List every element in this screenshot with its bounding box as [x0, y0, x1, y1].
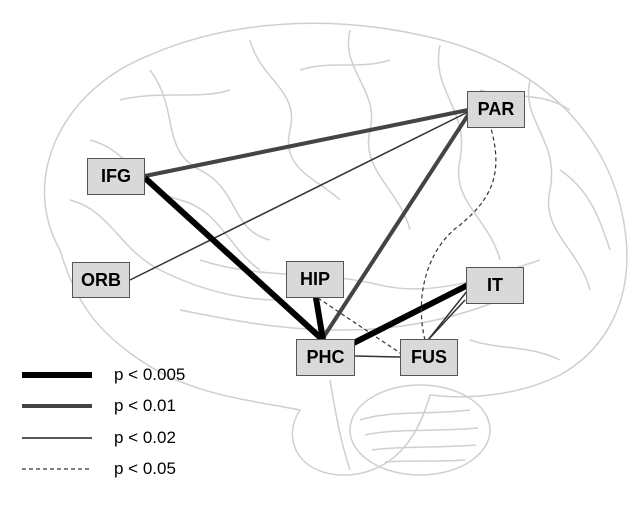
brain-illustration	[43, 22, 628, 476]
node-ifg: IFG	[87, 158, 145, 195]
node-hip: HIP	[286, 261, 344, 298]
edge-ifg-par	[144, 108, 469, 178]
edge-phc-par	[321, 110, 472, 340]
edge-orb-par	[129, 111, 469, 281]
edge-hip-fus	[317, 297, 404, 356]
node-orb: ORB	[72, 262, 130, 298]
legend-label-very-thick: p < 0.005	[114, 365, 186, 384]
edge-fus-par	[420, 124, 497, 341]
legend-label-thick: p < 0.01	[114, 396, 176, 415]
node-fus: FUS	[400, 339, 458, 376]
node-par: PAR	[467, 91, 525, 128]
legend-label-dashed: p < 0.05	[114, 459, 176, 478]
node-it: IT	[466, 267, 524, 304]
legend-lines	[22, 372, 92, 470]
edge-hip-phc	[312, 291, 326, 341]
edge-phc-fus	[354, 355, 401, 358]
node-phc: PHC	[296, 339, 355, 376]
edge-fus-it	[427, 289, 469, 341]
edge-ifg-phc	[142, 175, 326, 343]
edges	[129, 108, 497, 359]
edge-fus-it-2	[427, 299, 466, 341]
legend-label-thin: p < 0.02	[114, 428, 176, 447]
